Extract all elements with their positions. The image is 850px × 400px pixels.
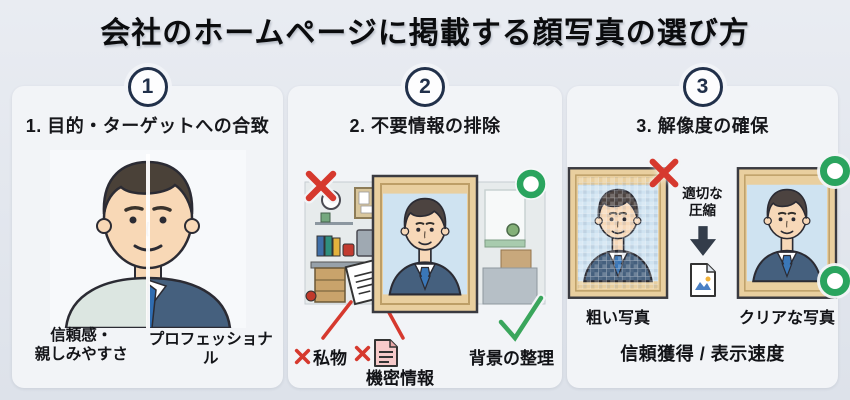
ok-circle-icon [820,266,850,296]
label-professional: プロフェッショナル [148,331,273,368]
label-clear-photo: クリアな写真 [738,310,835,327]
confidential-document-icon [374,339,398,367]
step-number: 1 [141,75,154,98]
panel-2-labels: 私物 機密情報 背景の整理 [288,336,562,388]
panel-1-heading: 1. 目的・ターゲットへの合致 [25,116,270,136]
ok-circle-icon [820,156,850,186]
arrow-down-icon [689,225,716,256]
ok-circle-icon [516,169,546,199]
split-portrait-illustration [49,150,246,328]
panel-resolution: 3 3. 解像度の確保 [567,67,850,388]
office-background-illustration [303,168,547,344]
step-badge-2: 2 [405,67,445,107]
check-icon [498,295,544,342]
rough-photo-illustration [567,167,669,299]
panel-remove-unneeded-info: 2 2. 不要情報の排除 [288,67,562,388]
step-number: 3 [696,75,709,98]
page-title: 会社のホームページに掲載する顔写真の選び方 [100,17,750,50]
cross-icon [294,348,311,365]
label-background-tidy: 背景の整理 [469,349,554,368]
step-badge-1: 1 [127,67,168,107]
panel-2-heading: 2. 不要情報の排除 [349,116,501,136]
compression-step: 適切な 圧縮 [677,166,728,298]
step-number: 2 [419,75,431,98]
label-compression: 適切な 圧縮 [682,186,723,218]
rough-photo: 粗い写真 [567,158,679,328]
cross-icon [354,345,371,361]
panel-purpose-match: 1 1. 目的・ターゲットへの合致 信頼感・ 親しみやすさ プロフェッショナル [12,67,283,388]
label-trust-friendliness: 信頼感・ 親しみやすさ [34,327,128,364]
cross-icon [305,170,337,202]
label-personal-items: 私物 [294,344,347,369]
label-trust-speed: 信頼獲得 / 表示速度 [620,344,785,364]
step-badge-3: 3 [682,67,723,107]
label-confidential-info: 機密情報 [366,369,434,388]
clear-photo: クリアな写真 [736,156,850,328]
label-rough-photo: 粗い写真 [585,310,650,327]
image-file-icon [689,262,716,297]
confidential-doc-marker [354,338,399,368]
panel-3-heading: 3. 解像度の確保 [636,116,769,136]
clear-photo-illustration [736,167,838,299]
cross-icon [647,156,681,195]
